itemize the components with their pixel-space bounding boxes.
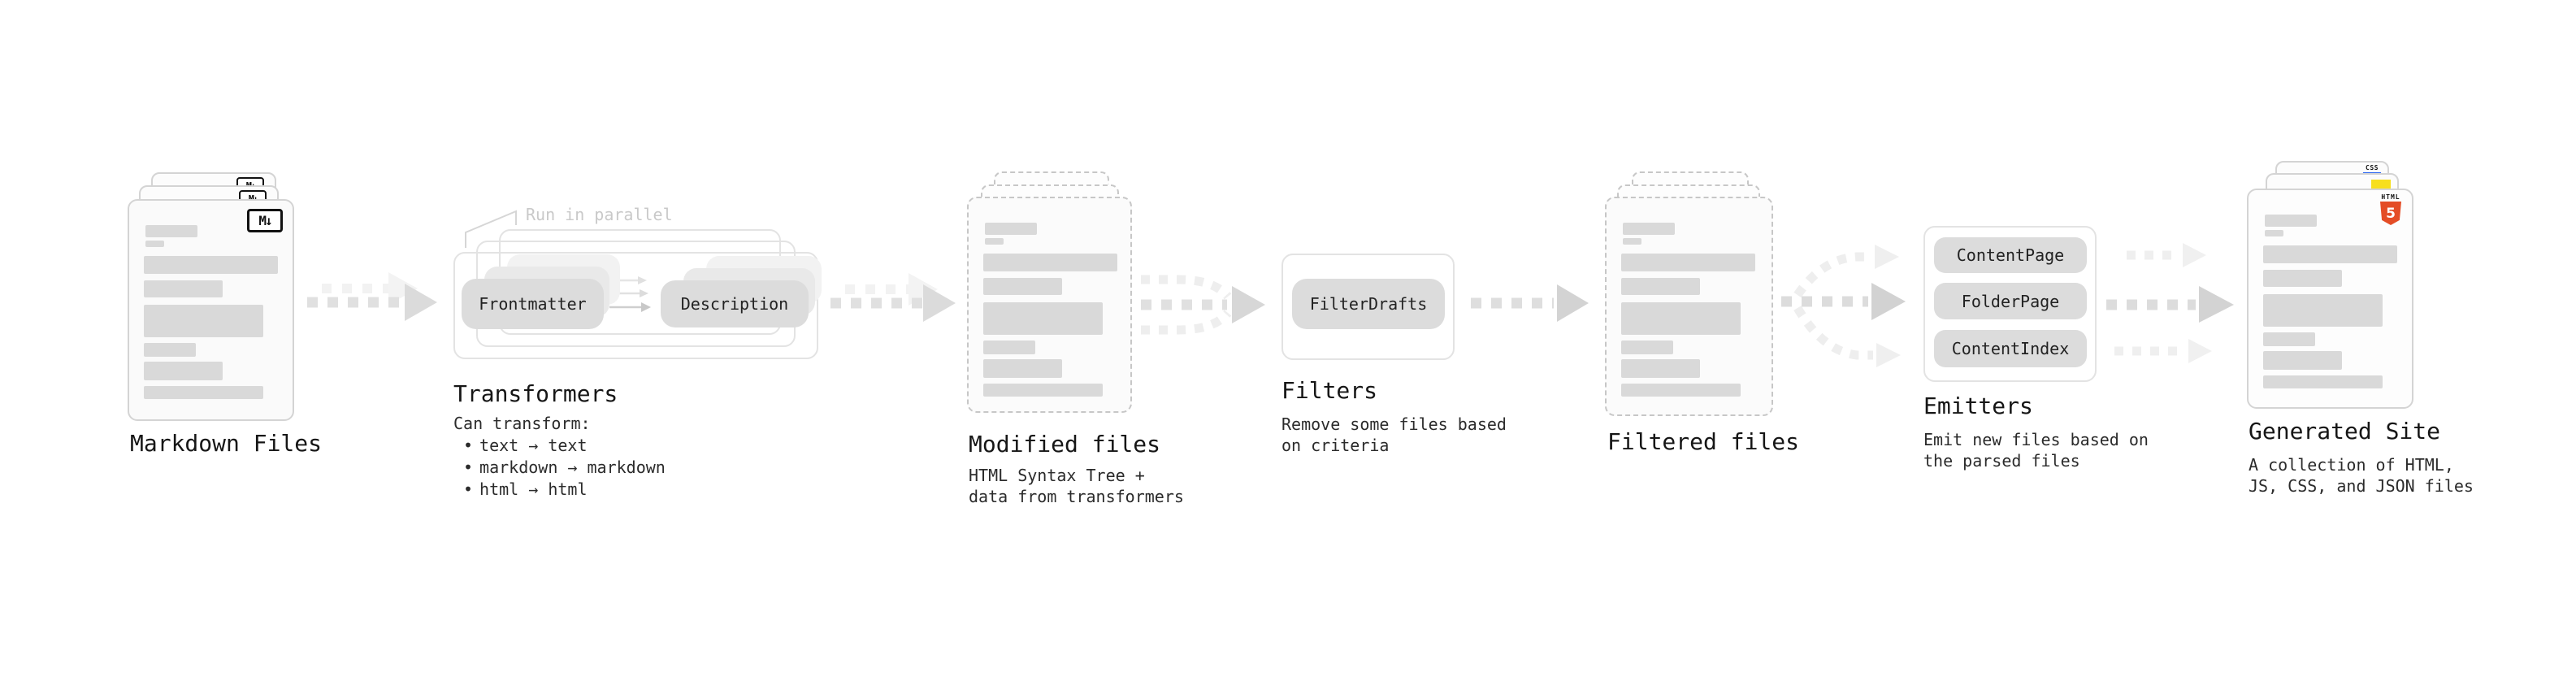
bullet-text: markdown → markdown bbox=[479, 458, 666, 477]
js-icon bbox=[2371, 180, 2391, 189]
bullet-glyph: • bbox=[463, 458, 474, 477]
transformer-frame-front bbox=[453, 252, 818, 359]
text-line-bar bbox=[983, 302, 1103, 335]
text-line-bar bbox=[983, 384, 1103, 397]
stage-title-transformers: Transformers bbox=[453, 380, 618, 407]
modified-file-card bbox=[967, 197, 1132, 413]
filters-description: Remove some files based on criteria bbox=[1281, 414, 1507, 456]
desc-line: data from transformers bbox=[969, 487, 1184, 506]
text-line-bar bbox=[983, 340, 1035, 354]
stage-title-modified-files: Modified files bbox=[969, 431, 1161, 458]
desc-line: on criteria bbox=[1281, 436, 1390, 455]
text-line-bar bbox=[1621, 278, 1700, 295]
markdown-icon-glyph: M↓ bbox=[258, 213, 272, 228]
text-line-bar bbox=[145, 241, 164, 247]
text-line-bar bbox=[985, 223, 1037, 235]
transformers-description: Can transform: • text → text • markdown → … bbox=[453, 413, 666, 501]
stage-title-generated-site: Generated Site bbox=[2249, 418, 2441, 445]
emitter-pill-contentpage: ContentPage bbox=[1934, 237, 2087, 273]
emitter-pill-contentindex: ContentIndex bbox=[1934, 330, 2087, 367]
text-line-bar bbox=[2265, 230, 2283, 236]
arrow-filtered-to-emitters bbox=[1781, 245, 1906, 367]
pill-label: Description bbox=[680, 294, 789, 314]
text-line-bar bbox=[2263, 332, 2315, 346]
text-line-bar bbox=[145, 225, 197, 237]
desc-line: HTML Syntax Tree + bbox=[969, 466, 1145, 485]
text-line-bar bbox=[2263, 270, 2342, 287]
markdown-file-card: M↓ bbox=[128, 199, 294, 421]
generated-site-card: HTML 5 bbox=[2247, 189, 2413, 409]
text-line-bar bbox=[1621, 340, 1673, 354]
filter-pill-filterdrafts: FilterDrafts bbox=[1292, 279, 1445, 329]
text-line-bar bbox=[144, 280, 223, 297]
transformer-pill-frontmatter: Frontmatter bbox=[462, 279, 604, 329]
pill-label: FolderPage bbox=[1961, 291, 2060, 311]
css-icon-word: CSS bbox=[2366, 164, 2379, 171]
desc-line: the parsed files bbox=[1923, 451, 2080, 471]
pill-label: FilterDrafts bbox=[1309, 294, 1428, 314]
modified-files-description: HTML Syntax Tree + data from transformer… bbox=[969, 465, 1184, 507]
text-line-bar bbox=[2263, 375, 2383, 388]
stage-title-filtered-files: Filtered files bbox=[1607, 428, 1800, 455]
text-line-bar bbox=[2265, 215, 2317, 227]
pill-label: Frontmatter bbox=[479, 294, 587, 314]
text-line-bar bbox=[2263, 294, 2383, 327]
markdown-icon: M↓ bbox=[247, 209, 283, 232]
arrow-emitters-to-generated bbox=[2106, 243, 2234, 363]
text-line-bar bbox=[985, 238, 1004, 245]
bullet-text: html → html bbox=[479, 479, 588, 499]
bullet-text: text → text bbox=[479, 436, 588, 455]
text-line-bar bbox=[144, 343, 196, 357]
arrow-markdown-to-transformers bbox=[307, 272, 437, 321]
emitter-pill-folderpage: FolderPage bbox=[1934, 283, 2087, 319]
text-line-bar bbox=[144, 362, 223, 380]
document-text-placeholder bbox=[129, 201, 293, 419]
filtered-file-card bbox=[1605, 197, 1773, 416]
text-line-bar bbox=[1623, 223, 1675, 235]
text-line-bar bbox=[1621, 254, 1755, 271]
desc-bullet-line: •html → html bbox=[453, 479, 666, 501]
document-text-placeholder bbox=[2249, 190, 2412, 407]
html5-icon-number: 5 bbox=[2386, 205, 2396, 222]
desc-line: Remove some files based bbox=[1281, 414, 1507, 434]
text-line-bar bbox=[144, 386, 263, 399]
bullet-glyph: • bbox=[463, 436, 474, 455]
text-line-bar bbox=[983, 254, 1117, 271]
stage-title-emitters: Emitters bbox=[1923, 393, 2033, 419]
text-line-bar bbox=[1623, 238, 1641, 245]
desc-line: Emit new files based on bbox=[1923, 430, 2149, 449]
text-line-bar bbox=[1621, 359, 1700, 378]
html5-icon-word: HTML bbox=[2381, 193, 2400, 201]
stage-title-markdown-files: Markdown Files bbox=[130, 430, 323, 457]
document-text-placeholder bbox=[1607, 198, 1772, 414]
text-line-bar bbox=[1621, 302, 1741, 335]
text-line-bar bbox=[983, 359, 1062, 378]
text-line-bar bbox=[983, 278, 1062, 295]
html5-icon: HTML 5 bbox=[2379, 193, 2402, 225]
run-in-parallel-note: Run in parallel bbox=[526, 205, 673, 224]
desc-line: JS, CSS, and JSON files bbox=[2249, 476, 2474, 496]
text-line-bar bbox=[1621, 384, 1741, 397]
stage-title-filters: Filters bbox=[1281, 377, 1378, 404]
desc-line: A collection of HTML, bbox=[2249, 455, 2454, 475]
text-line-bar bbox=[144, 305, 263, 337]
arrow-transformers-to-modified bbox=[830, 273, 956, 322]
desc-bullet-line: • text → text bbox=[453, 435, 666, 457]
desc-bullet-line: • markdown → markdown bbox=[453, 457, 666, 479]
generated-site-description: A collection of HTML, JS, CSS, and JSON … bbox=[2249, 454, 2474, 497]
pill-label: ContentPage bbox=[1956, 245, 2065, 265]
pill-label: ContentIndex bbox=[1951, 339, 2070, 358]
desc-line: Can transform: bbox=[453, 414, 591, 433]
text-line-bar bbox=[144, 256, 278, 274]
emitters-description: Emit new files based on the parsed files bbox=[1923, 429, 2149, 471]
arrow-filters-to-filtered bbox=[1471, 284, 1589, 322]
text-line-bar bbox=[2263, 351, 2342, 370]
document-text-placeholder bbox=[969, 198, 1130, 411]
arrow-modified-to-filters bbox=[1141, 275, 1265, 335]
transformer-pill-description: Description bbox=[661, 280, 809, 327]
bullet-glyph: • bbox=[463, 479, 474, 499]
text-line-bar bbox=[2263, 245, 2397, 263]
